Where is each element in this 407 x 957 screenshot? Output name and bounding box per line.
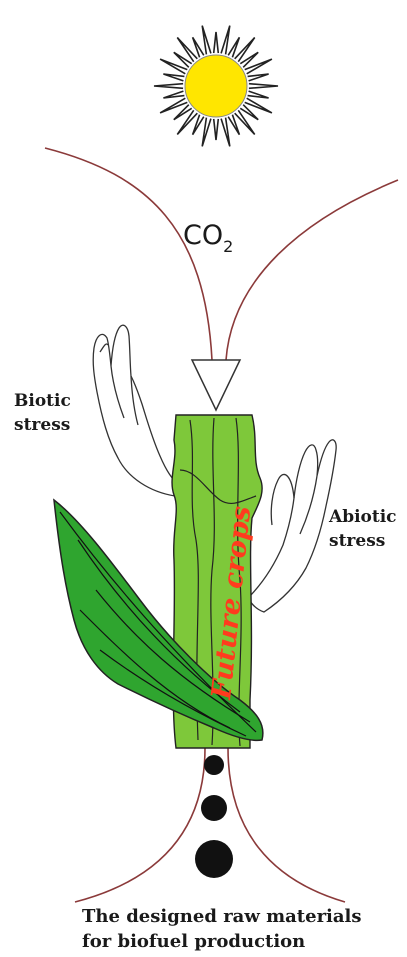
sun-ray	[202, 118, 211, 147]
co2-funnel-left-curve	[45, 148, 212, 360]
product-funnel-left-curve	[75, 748, 205, 902]
sun-icon	[154, 26, 278, 147]
sun-ray	[228, 115, 239, 135]
sun-ray	[221, 26, 230, 55]
hand-icon	[93, 325, 182, 496]
biotic-stress-label: Biotic stress	[14, 391, 77, 435]
down-arrow-icon	[192, 360, 240, 410]
sun-ray	[248, 74, 269, 81]
sun-ray	[221, 118, 230, 147]
sun-ray	[214, 119, 219, 140]
sun-ray	[163, 74, 184, 81]
hand-icon	[248, 440, 336, 612]
caption: The designed raw materials for biofuel p…	[82, 906, 368, 952]
abiotic-stress-label: Abiotic stress	[328, 507, 402, 551]
co2-subscript: 2	[223, 237, 233, 256]
sun-ray	[193, 115, 204, 135]
droplet-icon	[195, 755, 233, 878]
sun-ray	[248, 91, 269, 98]
sun-ray	[202, 26, 211, 55]
product-funnel-right-curve	[228, 748, 345, 902]
co2-funnel-right-curve	[226, 180, 398, 360]
sun-ray	[193, 37, 204, 57]
sun-ray	[163, 91, 184, 98]
sun-ray	[154, 84, 183, 89]
sun-ray	[228, 37, 239, 57]
sun-ray	[249, 84, 278, 89]
sun-ray	[214, 32, 219, 53]
co2-label: CO2	[183, 220, 233, 256]
